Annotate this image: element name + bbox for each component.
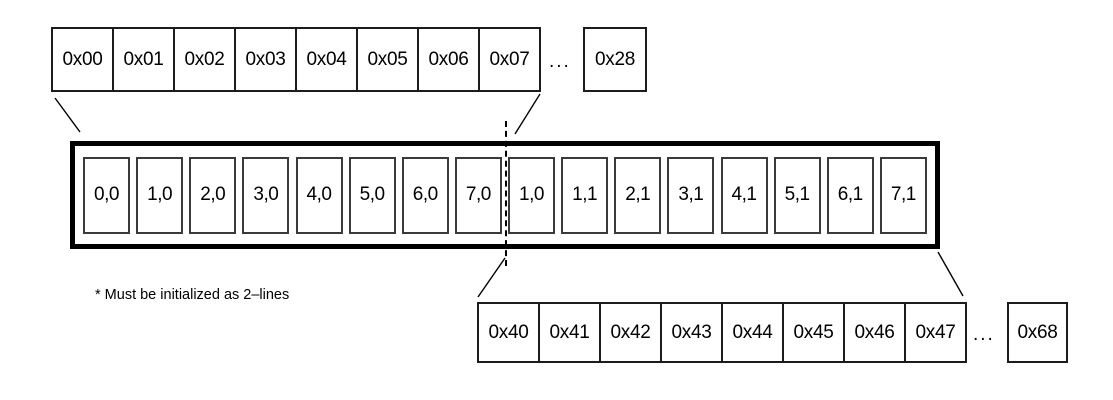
char-cell: 4,0: [295, 156, 343, 234]
char-cell: 7,1: [879, 156, 927, 234]
connector-top-left: [54, 97, 81, 133]
address-cell: 0x07: [478, 27, 541, 92]
char-cell: 4,1: [720, 156, 768, 234]
char-cell: 6,1: [826, 156, 874, 234]
address-cell: 0x00: [51, 27, 114, 92]
address-cell: 0x46: [843, 302, 906, 363]
address-cell: 0x43: [660, 302, 723, 363]
address-cell: 0x47: [904, 302, 967, 363]
address-cell: 0x45: [782, 302, 845, 363]
address-cell: 0x02: [173, 27, 236, 92]
address-cell: 0x41: [538, 302, 601, 363]
bottom-row-ellipsis: ...: [973, 324, 995, 345]
footnote: * Must be initialized as 2–lines: [95, 287, 290, 303]
top-row-ellipsis: ...: [549, 51, 571, 72]
address-cell: 0x03: [234, 27, 297, 92]
char-cell: 3,1: [667, 156, 715, 234]
address-cell: 0x42: [599, 302, 662, 363]
address-cell: 0x06: [417, 27, 480, 92]
address-cell: 0x01: [112, 27, 175, 92]
char-cell: 5,1: [773, 156, 821, 234]
char-cell: 2,1: [614, 156, 662, 234]
char-cell: 7,0: [454, 156, 502, 234]
char-cell: 2,0: [189, 156, 237, 234]
address-cell: 0x04: [295, 27, 358, 92]
char-cell: 5,0: [348, 156, 396, 234]
line-boundary-dashed: [505, 121, 507, 266]
char-cell: 1,0: [508, 156, 555, 234]
char-cell: 6,0: [401, 156, 449, 234]
address-cell: 0x44: [721, 302, 784, 363]
char-cell: 1,0: [136, 156, 184, 234]
char-cell: 0,0: [83, 156, 130, 234]
address-cell-last: 0x28: [583, 27, 647, 92]
bottom-address-row: 0x40 0x41 0x42 0x43 0x44 0x45 0x46 0x47: [477, 302, 967, 363]
connector-bottom-left: [477, 257, 506, 298]
address-cell: 0x05: [356, 27, 419, 92]
connector-top-right: [514, 93, 541, 135]
char-cell: 1,1: [561, 156, 609, 234]
address-cell-last: 0x68: [1007, 302, 1068, 363]
address-cell: 0x40: [477, 302, 540, 363]
char-cell: 3,0: [242, 156, 290, 234]
top-address-row: 0x00 0x01 0x02 0x03 0x04 0x05 0x06 0x07: [51, 27, 541, 92]
connector-bottom-right: [937, 251, 964, 297]
